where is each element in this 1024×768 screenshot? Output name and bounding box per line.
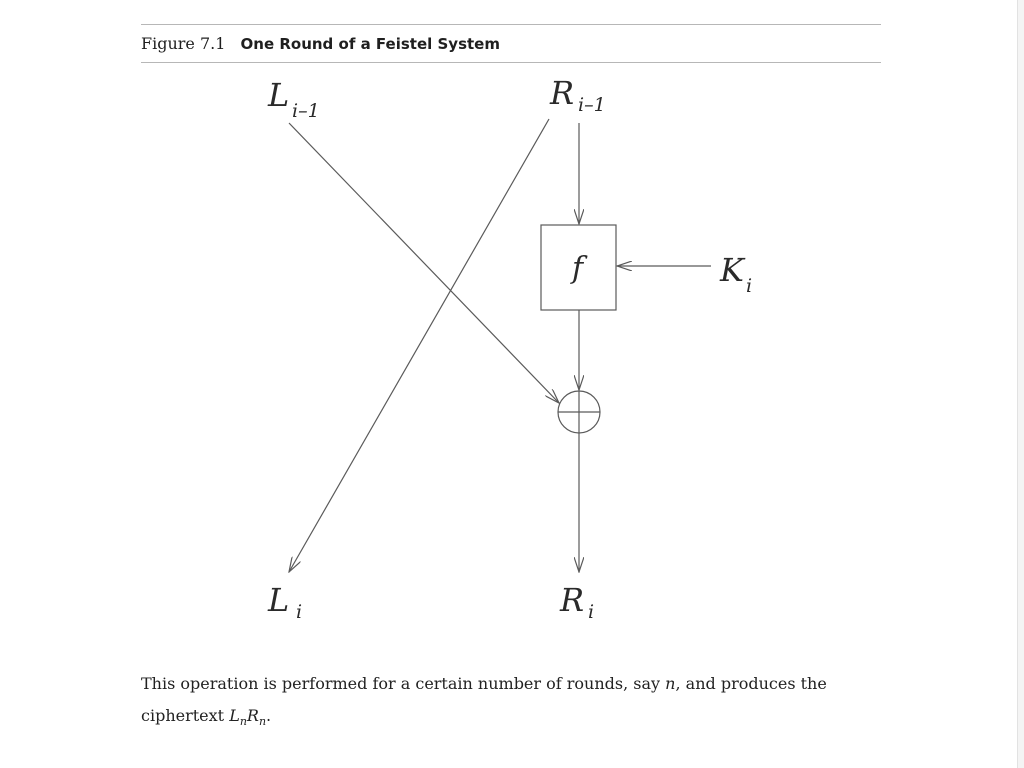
figure-caption: Figure 7.1 One Round of a Feistel System	[141, 33, 500, 55]
page-edge	[1017, 0, 1024, 768]
math-r: R	[246, 706, 259, 725]
figure-title: One Round of a Feistel System	[240, 35, 500, 53]
body-text: ciphertext	[141, 706, 230, 725]
arrow-l-to-xor	[288, 122, 559, 403]
caption-bottom-rule	[141, 62, 881, 63]
body-text: .	[266, 706, 272, 725]
body-line-1: This operation is performed for a certai…	[141, 668, 881, 700]
label-l-prev-sub: i–1	[292, 100, 320, 122]
label-key-sub: i	[746, 275, 752, 297]
label-r-prev-sub: i–1	[578, 94, 606, 116]
label-l-prev-main: L	[267, 76, 289, 114]
f-label: f	[570, 251, 588, 286]
body-text: , and produces the	[675, 674, 827, 693]
label-l-next-main: L	[267, 581, 289, 619]
math-ln-rn: LnRn	[229, 706, 267, 729]
body-paragraph: This operation is performed for a certai…	[141, 668, 881, 738]
math-n: n	[665, 674, 676, 693]
math-sub-n: n	[239, 715, 247, 729]
label-r-next-sub: i	[588, 601, 594, 623]
label-r-prev-main: R	[549, 74, 574, 112]
arrow-r-to-l-next	[289, 118, 550, 572]
body-line-2: ciphertext LnRn.	[141, 700, 881, 738]
feistel-diagram: L i–1 R i–1 K i L i R i f	[267, 74, 752, 623]
label-l-next-sub: i	[296, 601, 302, 623]
xor-icon	[557, 390, 601, 434]
label-r-next-main: R	[559, 581, 584, 619]
caption-top-rule	[141, 24, 881, 25]
math-sub-n: n	[258, 715, 267, 729]
figure-label: Figure 7.1	[141, 34, 226, 53]
math-l: L	[229, 706, 240, 725]
body-text: This operation is performed for a certai…	[141, 674, 666, 693]
label-key-main: K	[719, 251, 746, 289]
